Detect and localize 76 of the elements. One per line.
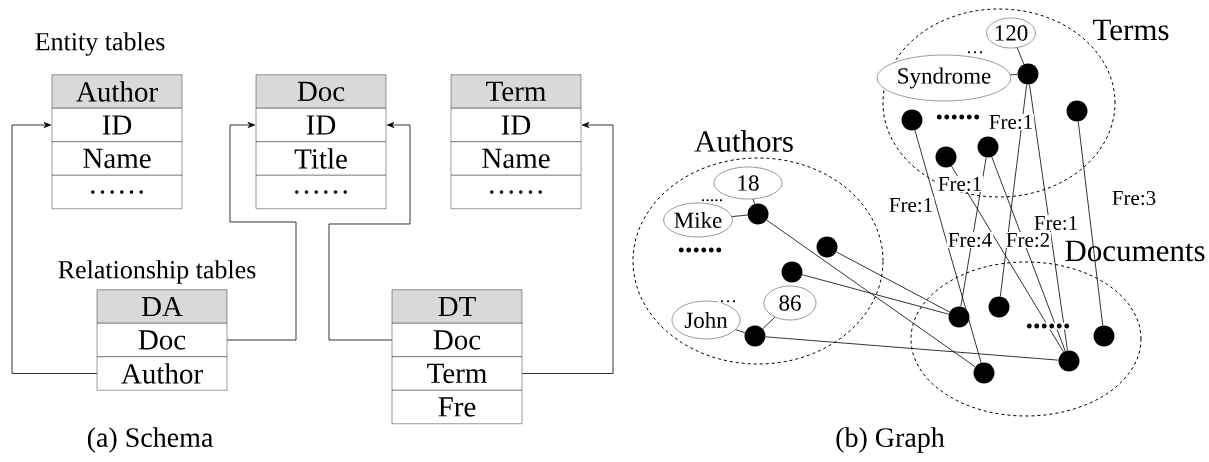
table-cell: ID (51, 108, 183, 142)
table-cell: …… (255, 175, 387, 209)
table-header-cell: DA (96, 289, 228, 324)
ellipsis: ...... (676, 246, 724, 254)
value-oval: Mike (663, 202, 733, 238)
graph-vertex (744, 325, 766, 347)
connector (766, 219, 976, 368)
graph-vertex (1017, 63, 1039, 85)
edge-label: Fre:4 (946, 231, 994, 249)
connector (836, 251, 950, 313)
table-cell: Doc (96, 323, 228, 357)
connector (226, 122, 297, 341)
table-cell: ID (450, 108, 582, 142)
ellipsis: … (965, 50, 985, 55)
table-header-cell: Term (450, 74, 582, 109)
connector (914, 129, 982, 364)
graph-vertex (1058, 350, 1080, 372)
edge-label: Fre:1 (987, 113, 1035, 131)
node-label: Documents (1065, 240, 1205, 262)
graph-vertex (973, 362, 995, 384)
table-header-cell: Author (51, 74, 183, 109)
connector (765, 336, 1059, 361)
caption: (a) Schema (85, 426, 215, 454)
value-oval: 18 (713, 166, 783, 200)
connector (991, 156, 1066, 352)
connector (731, 214, 748, 217)
connector (521, 122, 614, 374)
edge-label: Fre:1 (1032, 214, 1080, 232)
edge-label: Fre:1 (887, 196, 935, 214)
graph-vertex (901, 109, 923, 131)
table-header-cell: DT (391, 289, 523, 324)
graph-vertex (977, 136, 999, 158)
ellipsis: ...... (934, 113, 982, 121)
table-cell: Fre (391, 390, 523, 424)
graph-vertex (1066, 100, 1088, 122)
graph-vertex (781, 261, 803, 283)
table-cell: Term (391, 356, 523, 391)
connector (1016, 47, 1025, 65)
connector (801, 274, 950, 315)
ellipsis: ...... (1024, 322, 1072, 330)
graph-vertex (948, 306, 970, 328)
heading: Entity tables (33, 31, 167, 57)
heading: Relationship tables (56, 259, 258, 285)
table-cell: Author (96, 356, 228, 391)
connector (951, 165, 1064, 353)
table-header-cell: Doc (255, 74, 387, 109)
connector (735, 329, 746, 334)
table-cell: …… (51, 175, 183, 209)
value-oval: Syndrome (876, 54, 1012, 102)
table-cell: …… (450, 175, 582, 209)
connector (1010, 74, 1018, 76)
connector (1077, 121, 1104, 326)
graph-vertex (1093, 325, 1115, 347)
value-oval: 86 (763, 285, 817, 321)
table-cell: Name (51, 141, 183, 176)
graph-vertex (747, 203, 769, 225)
ellipsis: … (718, 299, 738, 304)
edge-label: Fre:3 (1110, 189, 1158, 207)
connector (752, 198, 756, 205)
edge-label: Fre:2 (1004, 231, 1052, 249)
table-cell: Doc (391, 323, 523, 357)
edge-label: Fre:1 (936, 175, 984, 193)
ellipsis: ..... (699, 198, 725, 203)
value-oval: 120 (986, 17, 1036, 49)
connector (328, 122, 411, 341)
caption: (b) Graph (834, 426, 946, 454)
table-cell: ID (255, 108, 387, 142)
graph-vertex (988, 296, 1010, 318)
connector (11, 122, 98, 374)
graph-vertex (935, 146, 957, 168)
table-cell: Name (450, 141, 582, 176)
connector (1029, 84, 1068, 351)
connector (762, 316, 776, 330)
node-label: Authors (694, 130, 793, 152)
graph-vertex (816, 236, 838, 258)
table-cell: Title (255, 141, 387, 176)
